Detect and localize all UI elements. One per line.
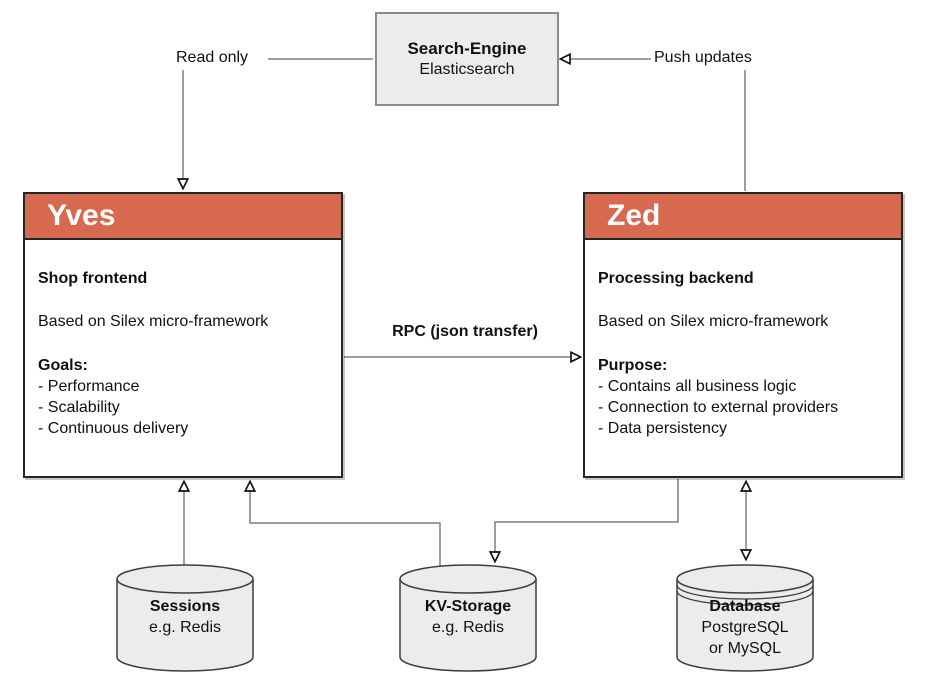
kv-storage-store: KV-Storage e.g. Redis (398, 563, 538, 675)
zed-framework: Based on Silex micro-framework (598, 313, 829, 330)
rpc-label: RPC (json transfer) (370, 322, 560, 342)
database-store: Database PostgreSQL or MySQL (675, 563, 815, 675)
zed-box: Zed Processing backend Based on Silex mi… (583, 192, 903, 478)
database-tech-line2: or MySQL (708, 640, 781, 657)
stacked-database-icon (676, 564, 814, 672)
sessions-store: Sessions e.g. Redis (115, 563, 255, 675)
yves-role: Shop frontend (38, 270, 148, 287)
connector-zed-to-kvstorage-arrow (495, 479, 679, 561)
zed-list-item: - Data persistency (598, 420, 727, 437)
yves-list-title: Goals: (38, 357, 88, 374)
zed-role: Processing backend (598, 270, 754, 287)
yves-list-item: - Scalability (38, 399, 120, 416)
database-tech: PostgreSQL (701, 619, 789, 636)
cylinder-icon (116, 564, 254, 672)
sessions-name: Sessions (149, 598, 221, 615)
search-engine-title: Search-Engine (407, 39, 527, 58)
yves-body: Shop frontend Based on Silex micro-frame… (25, 240, 341, 439)
cylinder-icon (399, 564, 537, 672)
database-name: Database (709, 598, 781, 615)
search-engine-subtitle: Elasticsearch (419, 61, 515, 78)
yves-list-item: - Continuous delivery (38, 420, 189, 437)
read-only-label: Read only (176, 48, 249, 68)
database-label: Database PostgreSQL or MySQL (675, 596, 815, 659)
yves-title: Yves (25, 194, 341, 240)
zed-list-item: - Connection to external providers (598, 399, 839, 416)
zed-list-item: - Contains all business logic (598, 378, 797, 395)
sessions-label: Sessions e.g. Redis (115, 596, 255, 638)
sessions-tech: e.g. Redis (148, 619, 222, 636)
yves-list-item: - Performance (38, 378, 140, 395)
zed-body: Processing backend Based on Silex micro-… (585, 240, 901, 439)
kv-storage-name: KV-Storage (424, 598, 512, 615)
yves-box: Yves Shop frontend Based on Silex micro-… (23, 192, 343, 478)
kv-storage-label: KV-Storage e.g. Redis (398, 596, 538, 638)
push-updates-label: Push updates (654, 48, 752, 68)
search-engine-box: Search-Engine Elasticsearch (375, 12, 559, 106)
connector-kvstorage-to-yves-arrow (250, 482, 441, 572)
kv-storage-tech: e.g. Redis (431, 619, 505, 636)
yves-framework: Based on Silex micro-framework (38, 313, 269, 330)
zed-list-title: Purpose: (598, 357, 668, 374)
zed-title: Zed (585, 194, 901, 240)
